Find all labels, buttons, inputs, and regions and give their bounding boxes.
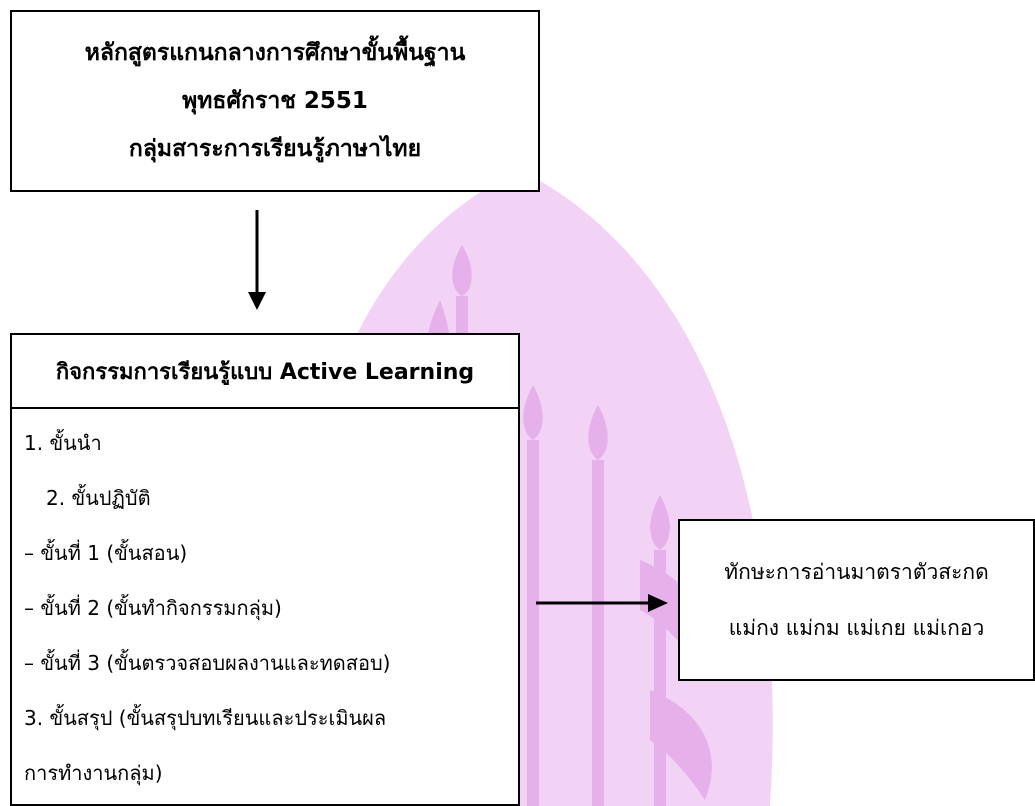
activity-title: กิจกรรมการเรียนรู้แบบ Active Learning bbox=[12, 335, 518, 409]
outcome-line-2: แม่กง แม่กม แม่เกย แม่เกอว bbox=[728, 616, 985, 640]
right-arrow bbox=[536, 594, 668, 612]
step-summary: 3. ขั้นสรุป (ขั้นสรุปบทเรียนและประเมินผล bbox=[24, 706, 387, 730]
curriculum-title-line-3: กลุ่มสาระการเรียนรู้ภาษาไทย bbox=[128, 136, 422, 162]
down-arrow bbox=[248, 210, 266, 310]
substep-2: – ขั้นที่ 2 (ขั้นทำกิจกรรมกลุ่ม) bbox=[24, 596, 282, 620]
step-intro: 1. ขั้นนำ bbox=[24, 431, 102, 455]
curriculum-box: หลักสูตรแกนกลางการศึกษาขั้นพื้นฐาน พุทธศ… bbox=[10, 10, 540, 192]
substep-3: – ขั้นที่ 3 (ขั้นตรวจสอบผลงานและทดสอบ) bbox=[24, 651, 391, 675]
substep-1: – ขั้นที่ 1 (ขั้นสอน) bbox=[24, 541, 188, 565]
outcome-box: ทักษะการอ่านมาตราตัวสะกด แม่กง แม่กม แม่… bbox=[678, 519, 1035, 681]
step-summary-continued: การทำงานกลุ่ม) bbox=[24, 761, 163, 785]
activity-box: กิจกรรมการเรียนรู้แบบ Active Learning 1.… bbox=[10, 333, 520, 806]
curriculum-title-line-2: พุทธศักราช 2551 bbox=[182, 88, 368, 114]
step-practice: 2. ขั้นปฏิบัติ bbox=[46, 486, 151, 510]
outcome-line-1: ทักษะการอ่านมาตราตัวสะกด bbox=[724, 560, 989, 584]
curriculum-title-line-1: หลักสูตรแกนกลางการศึกษาขั้นพื้นฐาน bbox=[84, 40, 466, 66]
